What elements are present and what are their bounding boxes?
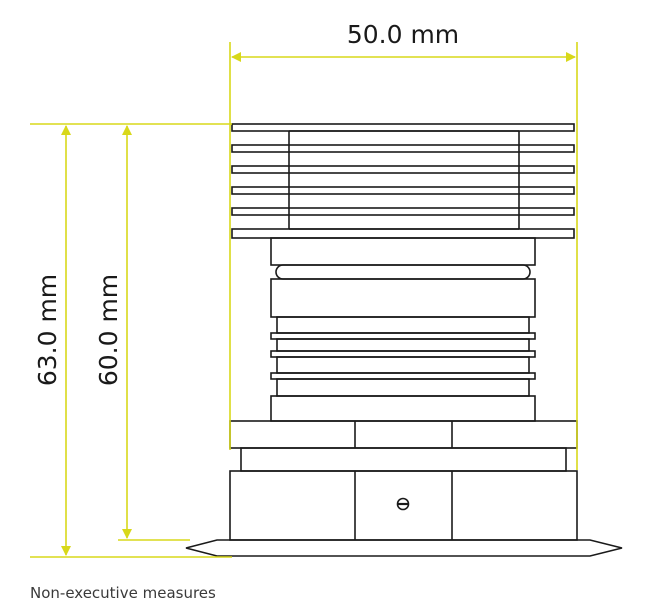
flange	[185, 539, 623, 557]
heatsink-fins	[231, 123, 575, 239]
caption: Non-executive measures	[30, 584, 216, 602]
upper-body	[270, 237, 536, 318]
body-height-label: 60.0 mm	[94, 274, 123, 386]
screw-icon	[396, 497, 410, 511]
housing	[229, 470, 578, 541]
total-height-label: 63.0 mm	[33, 274, 62, 386]
fixture-outline	[185, 123, 623, 557]
collar	[229, 420, 578, 472]
width-label: 50.0 mm	[347, 20, 459, 49]
ribbed-section	[270, 316, 536, 422]
dimension-lines	[30, 42, 578, 558]
